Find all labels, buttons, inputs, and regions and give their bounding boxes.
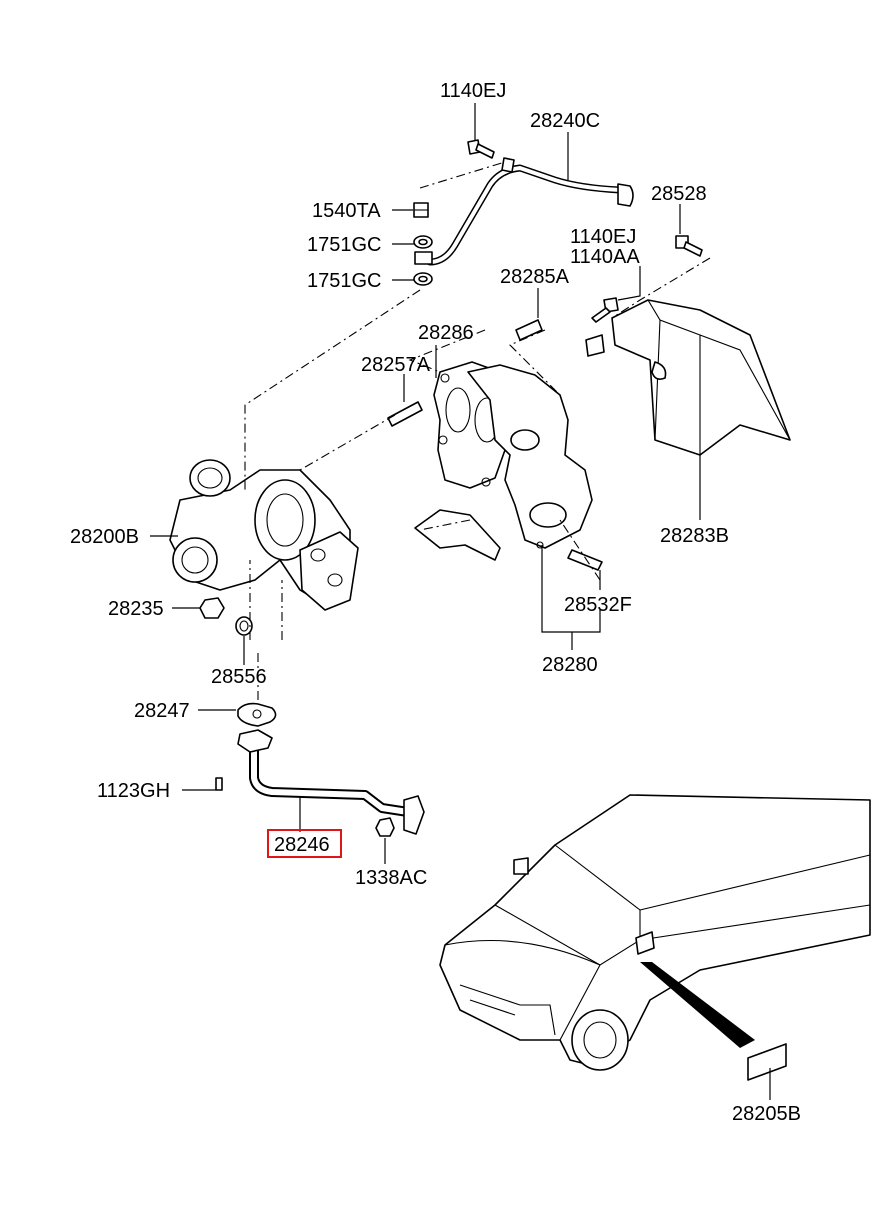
highlight-box-28246 [267,829,342,858]
nut-28235[interactable] [199,597,225,619]
label-28205b[interactable]: 28205B [732,1103,801,1125]
gasket-1751gc-upper[interactable] [413,235,433,249]
label-28285a[interactable]: 28285A [500,266,570,288]
oil-feed-pipe[interactable] [426,157,634,266]
plug-1540ta[interactable] [413,202,429,218]
label-1338ac[interactable]: 1338AC [355,867,427,889]
stud-28285a[interactable] [515,319,543,341]
label-28280[interactable]: 28280 [542,654,598,676]
gasket-28556[interactable] [235,616,253,636]
connector-lines [244,161,711,700]
vehicle-illustration [439,794,871,1071]
bolt-1140aa[interactable] [591,297,619,323]
label-plate-28205b[interactable] [747,1043,787,1081]
label-28532f[interactable]: 28532F [564,594,632,616]
label-28235[interactable]: 28235 [108,598,164,620]
label-28257a[interactable]: 28257A [361,354,431,376]
label-28286[interactable]: 28286 [418,322,474,344]
label-1751gc-upper[interactable]: 1751GC [307,234,382,256]
label-28246[interactable]: 28246 [274,834,330,856]
part-labels: 1140EJ 28240C 28528 1540TA 1140EJ 1751GC… [70,80,801,1125]
nut-1338ac[interactable] [375,817,395,837]
label-28556[interactable]: 28556 [211,666,267,688]
bolt-28528[interactable] [675,235,703,257]
label-1123gh[interactable]: 1123GH [97,780,170,802]
bolt-1140ej-top[interactable] [467,139,495,159]
label-1751gc-lower[interactable]: 1751GC [307,270,382,292]
eye-bolt[interactable] [414,251,433,265]
manifold-bracket[interactable] [414,509,501,561]
gasket-1751gc-lower[interactable] [413,272,433,286]
label-28283b[interactable]: 28283B [660,525,729,547]
label-1140ej-mid[interactable]: 1140EJ [570,226,636,248]
label-28528[interactable]: 28528 [651,183,707,205]
stud-28257a[interactable] [387,401,423,427]
oil-drain-pipe[interactable] [237,729,425,835]
exhaust-manifold[interactable] [467,364,593,549]
label-1140aa[interactable]: 1140AA [570,246,640,268]
label-1140ej-top[interactable]: 1140EJ [440,80,506,102]
leader-lines [150,103,771,1100]
stud-28532f[interactable] [567,549,603,571]
label-28200b[interactable]: 28200B [70,526,139,548]
label-28240c[interactable]: 28240C [530,110,600,132]
gasket-28247[interactable] [237,702,277,727]
turbocharger[interactable] [169,459,359,611]
label-28247[interactable]: 28247 [134,700,190,722]
heat-protector[interactable] [585,299,791,456]
label-1540ta[interactable]: 1540TA [312,200,381,222]
bolt-1123gh[interactable] [215,777,223,791]
